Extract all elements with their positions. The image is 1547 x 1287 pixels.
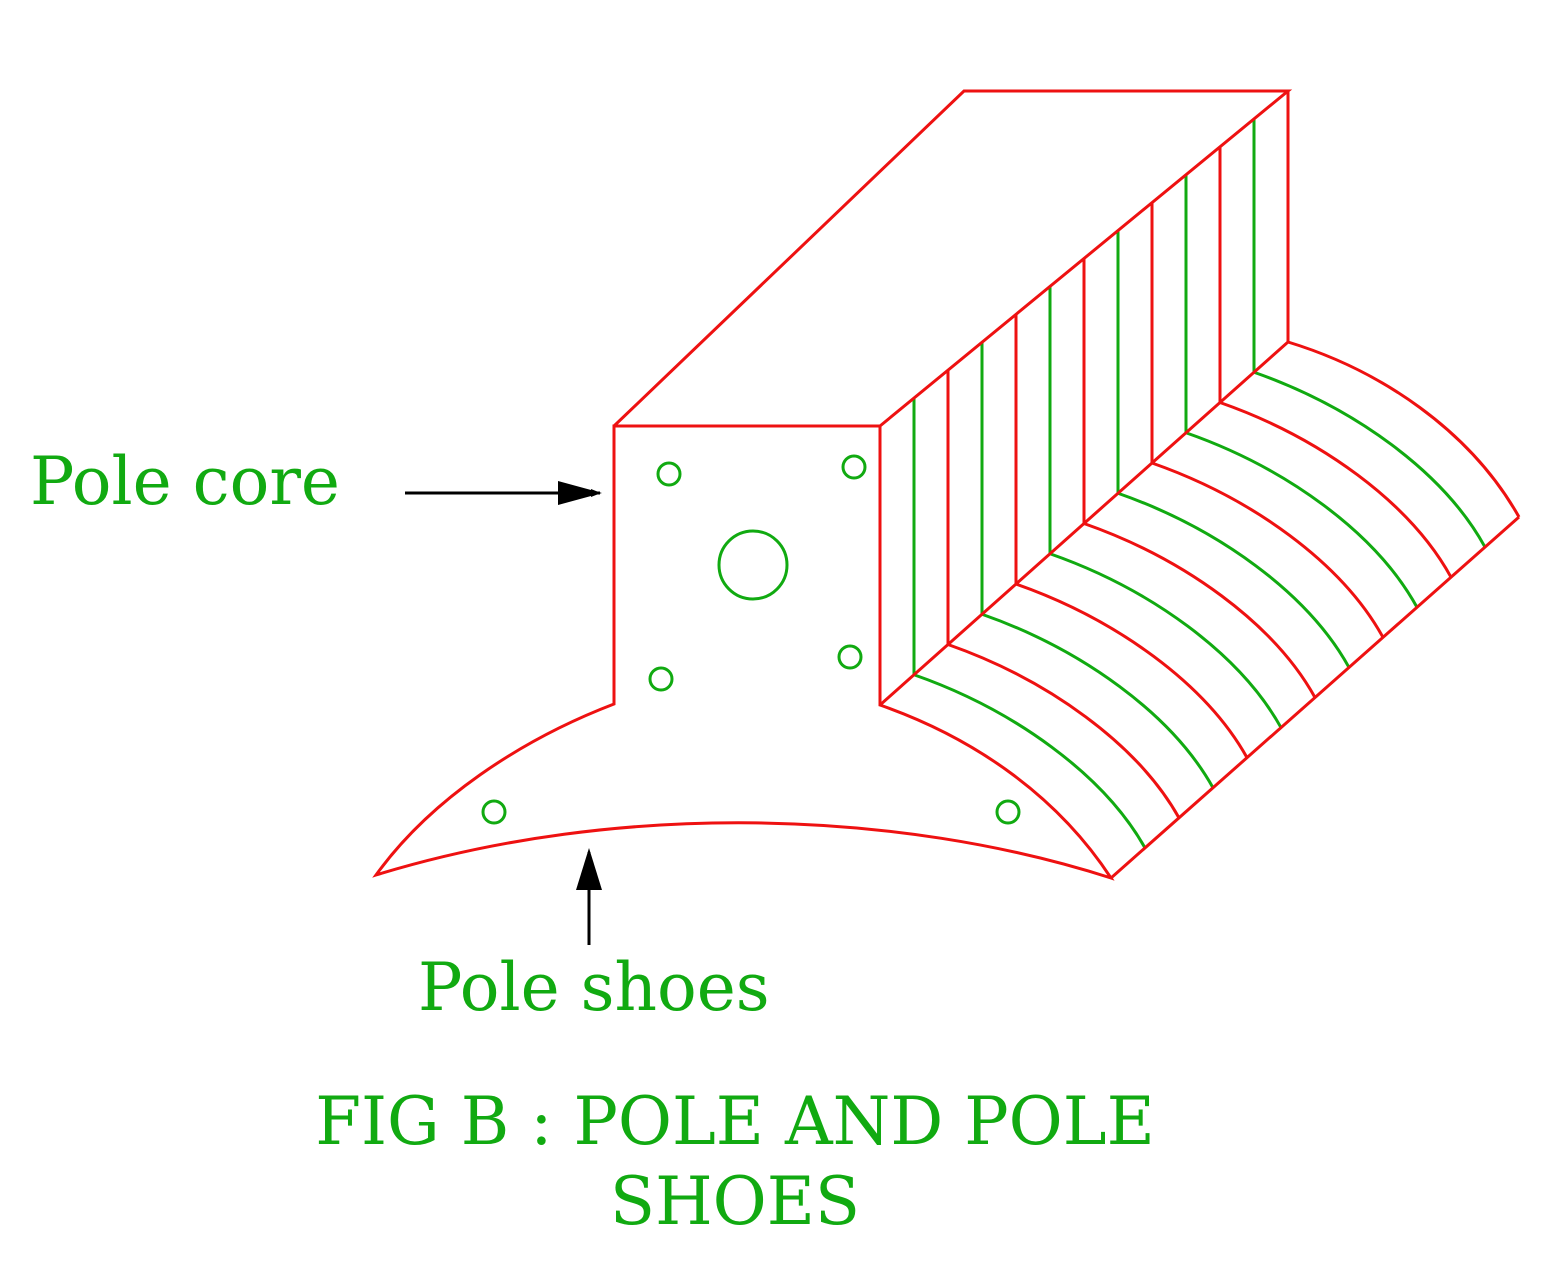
shoe-lamination-curve <box>947 643 1181 819</box>
shoe-lamination-curve <box>1083 522 1317 699</box>
shoe-outer-edge <box>1110 515 1520 880</box>
shoe-lamination-curve <box>1049 552 1283 729</box>
pole-core-label: Pole core <box>30 443 340 520</box>
bolt-hole <box>648 666 674 692</box>
shoe-lamination-curve <box>913 673 1147 849</box>
center-hole <box>717 529 789 601</box>
laminations <box>912 118 1487 849</box>
shoe-lamination-curve <box>1151 461 1385 639</box>
shoe-lamination-curve <box>1185 431 1419 608</box>
shoe-lamination-curve <box>1117 491 1351 669</box>
bolt-hole <box>656 461 682 487</box>
back-shoe-curve <box>1287 340 1521 518</box>
caption-line-1: FIG B : POLE AND POLE <box>315 1083 1155 1160</box>
pole-outline <box>372 89 1521 881</box>
bolt-hole <box>841 454 867 480</box>
pole-shoes-label: Pole shoes <box>418 949 770 1026</box>
top-face-outline <box>612 89 1293 428</box>
shoe-lamination-curve <box>1219 401 1453 578</box>
bolt-hole <box>837 644 863 670</box>
shoe-lamination-curve <box>981 612 1215 789</box>
bolt-hole <box>481 799 507 825</box>
figure-caption: FIG B : POLE AND POLE SHOES <box>200 1082 1270 1242</box>
shoe-lamination-curve <box>1015 582 1249 759</box>
caption-line-2: SHOES <box>609 1163 861 1240</box>
side-bottom-edge <box>879 340 1289 707</box>
bolt-holes <box>481 454 1021 825</box>
bolt-hole <box>995 799 1021 825</box>
pole-core-arrowhead <box>558 481 602 505</box>
front-face-outline <box>372 424 1115 881</box>
pole-shoes-arrowhead <box>576 848 602 890</box>
shoe-lamination-curve <box>1253 370 1487 548</box>
